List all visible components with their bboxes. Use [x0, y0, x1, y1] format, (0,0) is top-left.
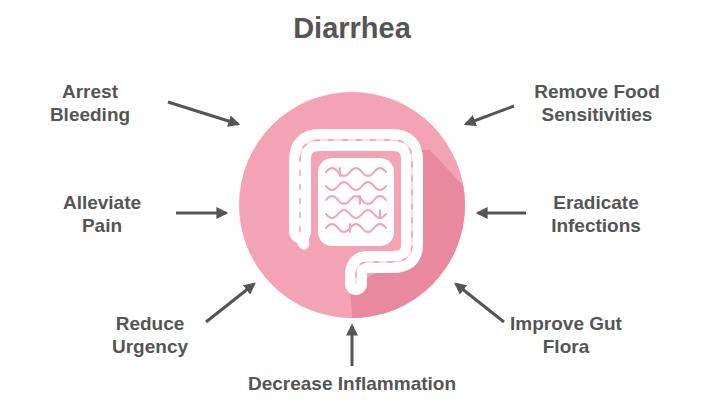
- benefit-label: Decrease Inflammation: [248, 373, 456, 396]
- benefit-label: Improve Gut Flora: [504, 313, 629, 359]
- arrow: [168, 102, 238, 124]
- arrow: [206, 284, 254, 322]
- title: Diarrhea: [293, 11, 411, 46]
- benefit-label: Reduce Urgency: [100, 313, 200, 359]
- benefit-label: Alleviate Pain: [52, 192, 152, 238]
- arrow: [478, 212, 526, 215]
- benefit-label: Remove Food Sensitivities: [522, 81, 672, 127]
- arrow: [176, 212, 226, 215]
- benefit-label: Eradicate Infections: [536, 192, 656, 238]
- arrow: [351, 326, 354, 366]
- arrows: [168, 102, 526, 366]
- benefit-label: Arrest Bleeding: [35, 81, 145, 127]
- arrow: [466, 106, 514, 124]
- arrow: [456, 284, 504, 322]
- intestine-illustration: [296, 140, 412, 284]
